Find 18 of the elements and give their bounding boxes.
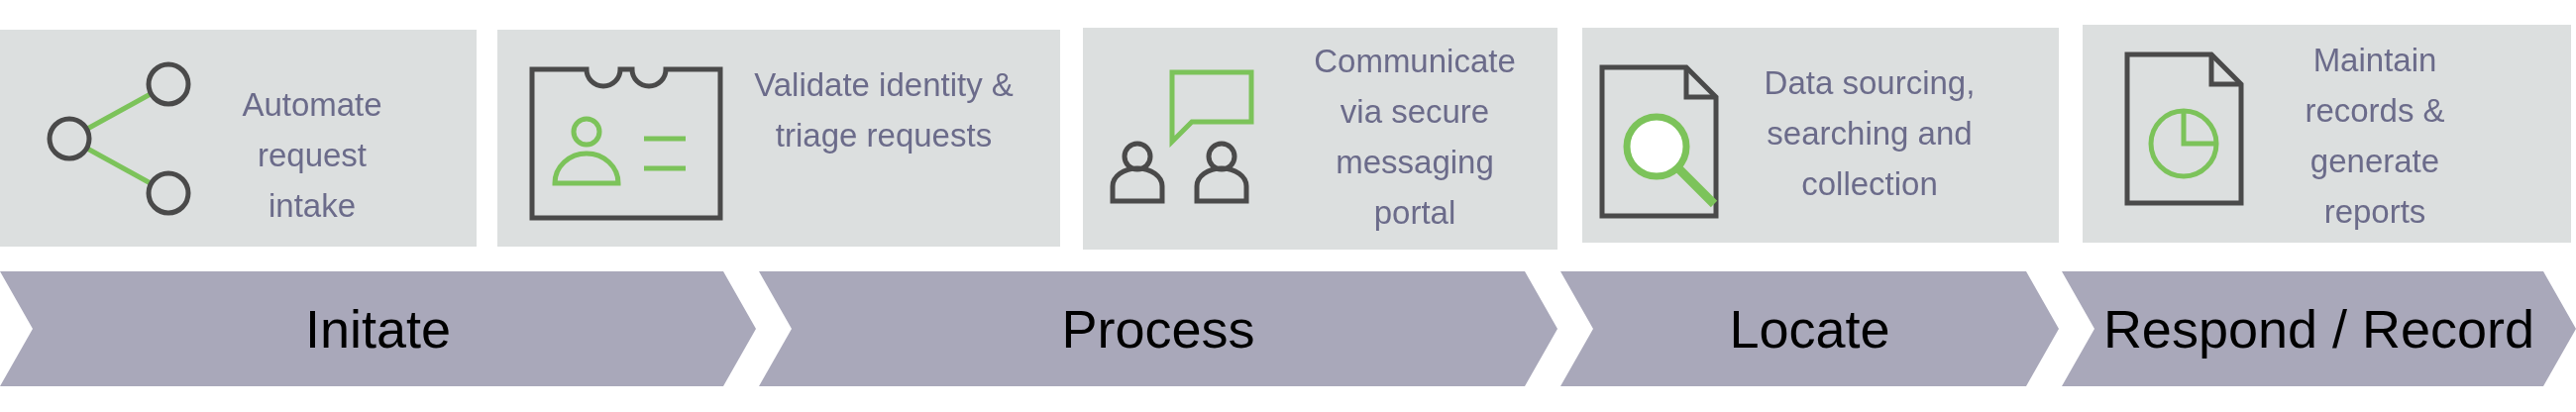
step-description: Validate identity & triage requests — [753, 65, 1015, 155]
stage-banner — [2062, 271, 2576, 386]
step-description: Communicate via secure messaging portal — [1313, 42, 1517, 233]
stage-banner — [1560, 271, 2059, 386]
stage-label: Respond / Record — [2102, 298, 2535, 360]
stage-banner — [0, 271, 756, 386]
step-description: Automate request intake — [241, 85, 383, 226]
stage-banner — [759, 271, 1557, 386]
step-card — [2083, 25, 2571, 243]
step-card — [1582, 28, 2059, 243]
step-card — [1083, 28, 1557, 250]
step-description: Maintain records & generate reports — [2304, 41, 2446, 232]
stage-label: Locate — [1729, 298, 1890, 360]
step-description: Data sourcing, searching and collection — [1763, 63, 1977, 204]
step-card — [497, 30, 1060, 247]
step-card — [0, 30, 477, 247]
stage-label: Process — [1061, 298, 1255, 360]
stage-label: Initate — [304, 298, 452, 360]
